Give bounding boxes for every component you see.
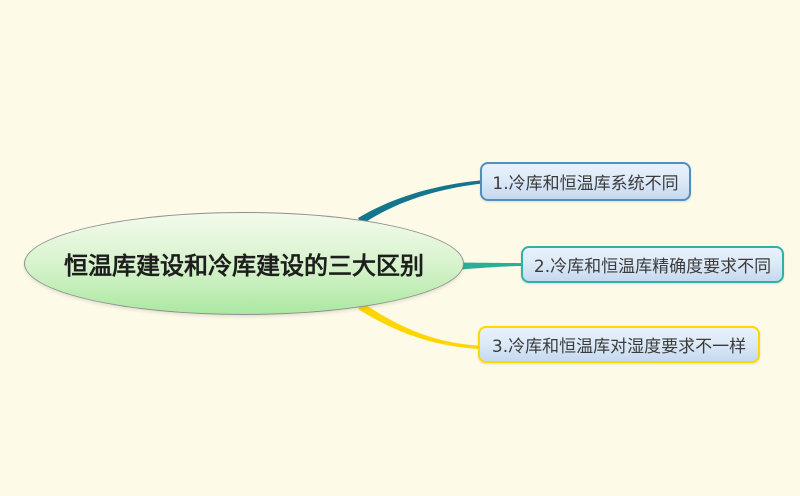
root-node[interactable]: 恒温库建设和冷库建设的三大区别 bbox=[24, 212, 464, 315]
branch-node-1-label: 1.冷库和恒温库系统不同 bbox=[492, 174, 679, 194]
branch-node-3-label: 3.冷库和恒温库对湿度要求不一样 bbox=[491, 337, 747, 357]
connector-branch-3 bbox=[358, 303, 479, 349]
branch-node-1[interactable]: 1.冷库和恒温库系统不同 bbox=[480, 162, 691, 201]
root-node-label: 恒温库建设和冷库建设的三大区别 bbox=[64, 252, 424, 280]
branch-node-3[interactable]: 3.冷库和恒温库对湿度要求不一样 bbox=[478, 326, 760, 363]
connector-branch-2 bbox=[460, 262, 523, 270]
branch-node-2[interactable]: 2.冷库和恒温库精确度要求不同 bbox=[521, 246, 784, 283]
connector-branch-1 bbox=[358, 180, 481, 225]
branch-node-2-label: 2.冷库和恒温库精确度要求不同 bbox=[533, 257, 772, 277]
